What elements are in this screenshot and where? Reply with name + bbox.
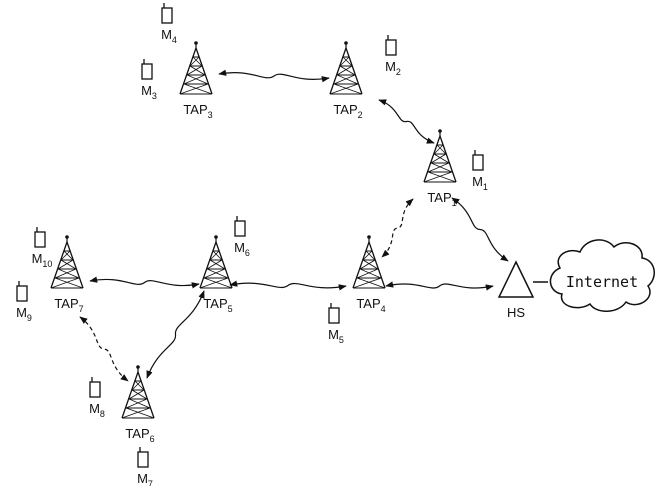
- mobile-label-m10: M10: [32, 251, 53, 269]
- hotspot-triangle-icon: [497, 260, 535, 298]
- internet-cloud: Internet: [549, 239, 655, 312]
- tower-label-tap4: TAP4: [356, 296, 385, 314]
- mobile-m6: M6: [234, 215, 250, 258]
- mobile-phone-icon: [137, 446, 149, 468]
- tower-icon: [199, 234, 233, 289]
- mobile-label-m9: M9: [16, 305, 32, 323]
- mobile-phone-icon: [385, 34, 397, 56]
- cloud-icon: [549, 239, 655, 312]
- mobile-phone-icon: [328, 302, 340, 324]
- link-tap5-tap6: [146, 290, 205, 379]
- tower-icon: [329, 40, 363, 95]
- mobile-phone-icon: [161, 2, 173, 24]
- tower-icon: [50, 234, 84, 289]
- mobile-m7: M7: [137, 446, 153, 486]
- mobile-m9: M9: [16, 280, 32, 323]
- tower-icon: [352, 234, 386, 289]
- tower-label-tap6: TAP6: [125, 426, 154, 444]
- tower-tap4: TAP4: [352, 234, 386, 314]
- hotspot-label: HS: [507, 305, 525, 320]
- mobile-label-m4: M4: [161, 27, 177, 45]
- mobile-label-m1: M1: [472, 174, 488, 192]
- tower-label-tap1: TAP1: [427, 190, 456, 208]
- link-tap2-tap1: [378, 99, 435, 144]
- link-tap3-tap2: [218, 69, 330, 83]
- mobile-phone-icon: [234, 215, 246, 237]
- cloud-label: Internet: [566, 273, 638, 291]
- mobile-m1: M1: [472, 149, 488, 192]
- mobile-label-m2: M2: [385, 59, 401, 77]
- tower-tap3: TAP3: [179, 40, 213, 120]
- tower-label-tap2: TAP2: [333, 102, 362, 120]
- link-tap1-hs: [451, 197, 509, 262]
- link-tap1-tap4: [381, 198, 414, 258]
- tower-tap1: TAP1: [423, 128, 457, 208]
- tower-label-tap3: TAP3: [183, 102, 212, 120]
- tower-icon: [179, 40, 213, 95]
- mobile-label-m3: M3: [141, 83, 157, 101]
- tower-tap6: TAP6: [121, 364, 155, 444]
- mobile-phone-icon: [89, 376, 101, 398]
- tower-label-tap7: TAP7: [54, 296, 83, 314]
- mobile-phone-icon: [472, 149, 484, 171]
- mobile-m10: M10: [32, 226, 53, 269]
- hotspot-node: HS: [497, 260, 548, 320]
- link-tap7-tap5: [89, 276, 200, 289]
- links-layer: [79, 69, 509, 382]
- mobile-m5: M5: [328, 302, 344, 345]
- tower-tap2: TAP2: [329, 40, 363, 120]
- mobile-m2: M2: [385, 34, 401, 77]
- tower-tap7: TAP7: [50, 234, 84, 314]
- link-tap4-hs: [385, 281, 494, 291]
- mobile-label-m6: M6: [234, 240, 250, 258]
- mobile-m3: M3: [141, 58, 157, 101]
- mobile-label-m8: M8: [89, 401, 105, 419]
- tower-tap5: TAP5: [199, 234, 233, 314]
- mobile-phone-icon: [34, 226, 46, 248]
- mobile-label-m7: M7: [137, 471, 153, 486]
- mobile-phone-icon: [141, 58, 153, 80]
- mobile-phone-icon: [16, 280, 28, 302]
- tower-icon: [423, 128, 457, 183]
- tower-label-tap5: TAP5: [203, 296, 232, 314]
- link-tap7-tap6: [79, 316, 129, 382]
- mobile-m8: M8: [89, 376, 105, 419]
- link-tap5-tap4: [229, 280, 347, 291]
- mobile-label-m5: M5: [328, 327, 344, 345]
- mobile-m4: M4: [161, 2, 177, 45]
